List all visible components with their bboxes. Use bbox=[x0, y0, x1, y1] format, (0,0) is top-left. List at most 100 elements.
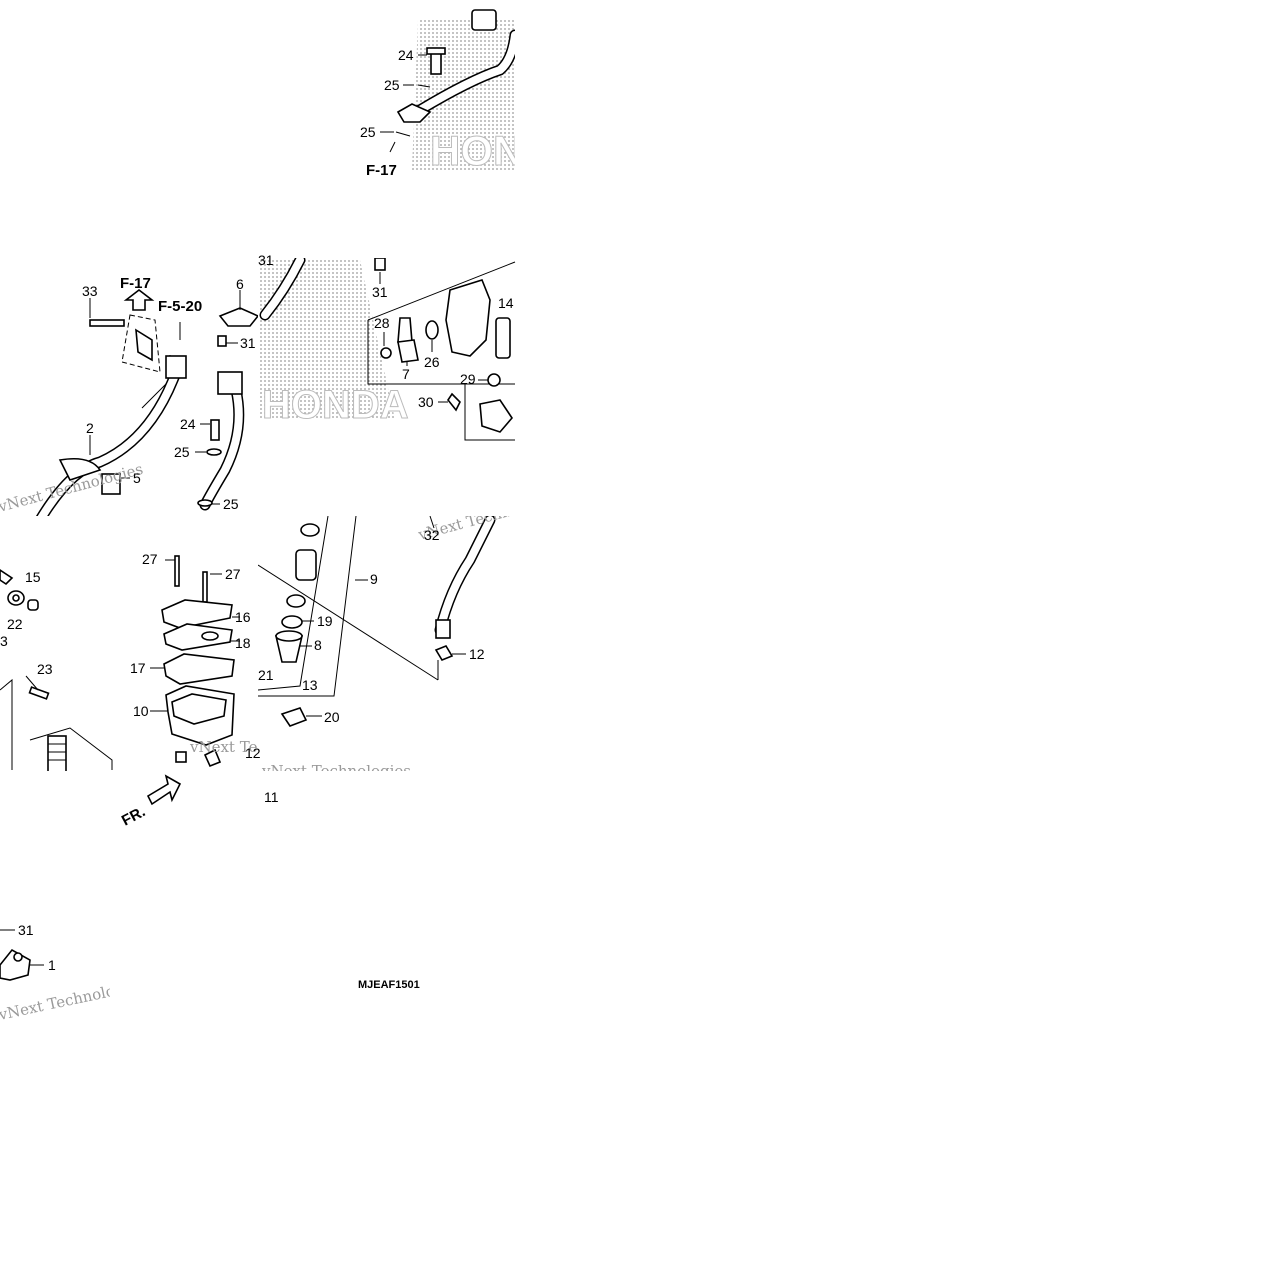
circlip-19 bbox=[281, 615, 303, 629]
callout-13: 13 bbox=[302, 677, 318, 693]
callout-27: 27 bbox=[225, 566, 241, 582]
bottom-right-tile: vNext Technologies vNext Technologies bbox=[249, 516, 516, 780]
callout-12: 12 bbox=[469, 646, 485, 662]
callout-31: 31 bbox=[258, 252, 274, 268]
reference-label-f17: F-17 bbox=[120, 275, 151, 292]
cap-16 bbox=[161, 599, 233, 629]
callout-12: 12 bbox=[245, 745, 261, 761]
callout-31: 31 bbox=[18, 922, 34, 938]
front-direction-label: FR. bbox=[119, 803, 148, 829]
hose-fitting-left bbox=[165, 355, 187, 379]
callout-16: 16 bbox=[235, 609, 251, 625]
banjo-bolt-24a bbox=[430, 51, 442, 75]
callout-10: 10 bbox=[133, 703, 149, 719]
clamp-5 bbox=[101, 473, 121, 495]
hose-end-32 bbox=[435, 619, 451, 639]
washer-25b bbox=[197, 499, 213, 507]
brand-logo: HONDA bbox=[430, 127, 584, 174]
callout-20: 20 bbox=[324, 709, 340, 725]
bolt-31 bbox=[217, 335, 227, 347]
cap-28 bbox=[380, 347, 392, 359]
bracket-mount bbox=[135, 328, 153, 362]
bolt-31-top bbox=[374, 258, 386, 271]
grommet-2 bbox=[58, 457, 102, 481]
callout-25: 25 bbox=[174, 444, 190, 460]
arrow-up-icon bbox=[123, 288, 155, 311]
brand-logo-2: HONDA bbox=[262, 383, 409, 427]
callout-19: 19 bbox=[317, 613, 333, 629]
bolt-23 bbox=[28, 686, 50, 700]
callout-32: 32 bbox=[424, 527, 440, 543]
callout-9: 9 bbox=[370, 571, 378, 587]
watermark-text: vNext Technologies bbox=[184, 231, 334, 249]
callout-8: 8 bbox=[314, 637, 322, 653]
callout-31: 31 bbox=[240, 335, 256, 351]
callout-26: 26 bbox=[424, 354, 440, 370]
callout-15: 15 bbox=[25, 569, 41, 585]
washer-25a bbox=[206, 448, 222, 456]
callout-24: 24 bbox=[180, 416, 196, 432]
piston bbox=[295, 549, 317, 581]
right-middle-tile: HONDA bbox=[258, 258, 516, 441]
watermark-text-3: vNext Technologies bbox=[189, 738, 339, 756]
seal-mid bbox=[286, 594, 306, 608]
pin-30 bbox=[447, 392, 461, 412]
callout-6: 6 bbox=[236, 276, 244, 292]
clamp-12 bbox=[203, 748, 222, 768]
callout-21: 21 bbox=[258, 667, 274, 683]
seal-top bbox=[300, 523, 320, 537]
banjo-fitting bbox=[396, 103, 432, 123]
hose-clamp-top bbox=[471, 9, 497, 31]
collar-15 bbox=[27, 599, 39, 611]
reference-label-f5-20: F-5-20 bbox=[158, 298, 202, 315]
front-arrow-icon bbox=[146, 774, 182, 806]
callout-27: 27 bbox=[142, 551, 158, 567]
callout-25: 25 bbox=[360, 124, 376, 140]
callout-29: 29 bbox=[460, 371, 476, 387]
callout-5: 5 bbox=[133, 470, 141, 486]
bracket-6 bbox=[218, 307, 258, 327]
callout-25: 25 bbox=[223, 496, 239, 512]
callout-23: 23 bbox=[37, 661, 53, 677]
bolt-11 bbox=[175, 751, 187, 763]
bottom-tile: vNext Technologies bbox=[0, 929, 147, 1024]
callout-17: 17 bbox=[130, 660, 146, 676]
plate-18 bbox=[163, 623, 233, 651]
callout-31: 31 bbox=[372, 284, 388, 300]
callout-7: 7 bbox=[402, 366, 410, 382]
hose-fitting-right bbox=[217, 371, 243, 395]
switch-14 bbox=[495, 317, 511, 359]
spring bbox=[47, 735, 67, 771]
callout-24: 24 bbox=[398, 47, 414, 63]
callout-11: 11 bbox=[264, 789, 279, 805]
screw-21 bbox=[249, 672, 257, 680]
screw-27a bbox=[174, 555, 180, 587]
logo-dot-fill-2 bbox=[258, 260, 395, 420]
top-right-tile: HONDA bbox=[380, 9, 584, 174]
callout-14: 14 bbox=[498, 295, 514, 311]
callout-1: 1 bbox=[48, 957, 56, 973]
callout-3: 3 bbox=[0, 633, 8, 649]
reference-label-f17: F-17 bbox=[366, 162, 397, 179]
o-ring-26 bbox=[425, 320, 439, 340]
callout-33: 33 bbox=[82, 283, 98, 299]
callout-30: 30 bbox=[418, 394, 434, 410]
watermark-text-5: vNext Technologies bbox=[261, 762, 411, 780]
callout-28: 28 bbox=[374, 315, 390, 331]
bolt-33 bbox=[89, 319, 125, 327]
caliper-body bbox=[445, 279, 491, 357]
clip-20 bbox=[280, 707, 308, 727]
callouts: 24 25 25 33 6 31 2 5 24 25 25 31 31 28 2… bbox=[0, 47, 514, 973]
clip-12 bbox=[434, 645, 454, 661]
bolt-24 bbox=[210, 419, 220, 441]
diaphragm-17 bbox=[163, 653, 235, 685]
bleeder-7 bbox=[397, 317, 413, 343]
drawing-code: MJEAF1501 bbox=[358, 979, 420, 991]
bottom-left-tile: vNext Technologies bbox=[0, 555, 339, 771]
clip-15 bbox=[0, 569, 14, 586]
watermark-text-6: vNext Technologies bbox=[0, 975, 147, 1024]
callout-18: 18 bbox=[235, 635, 251, 651]
nut-29 bbox=[487, 373, 501, 387]
bracket-lower bbox=[479, 399, 514, 433]
